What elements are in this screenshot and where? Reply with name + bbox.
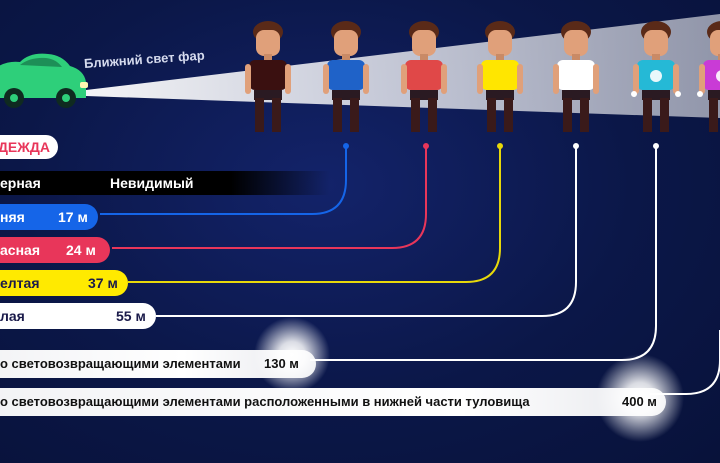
row-reflective-upper-distance: 130 м — [264, 356, 299, 371]
row-blue-label: няя — [0, 209, 25, 225]
row-white: лая 55 м — [0, 303, 156, 329]
row-black: ерная Невидимый — [0, 171, 330, 195]
row-yellow-label: елтая — [0, 275, 40, 291]
row-reflective-lower: о световозвращающими элементами располож… — [0, 388, 666, 416]
pedestrian-7 — [697, 21, 720, 132]
connector-yellow — [128, 146, 501, 283]
row-red-label: асная — [0, 242, 40, 258]
pedestrian-1 — [245, 21, 291, 132]
pedestrian-6 — [631, 21, 681, 132]
row-red: асная 24 м — [0, 237, 110, 263]
connector-red — [112, 146, 427, 249]
row-black-distance: Невидимый — [110, 175, 194, 191]
row-white-label: лая — [0, 308, 25, 324]
row-reflective-upper: о световозвращающими элементами 130 м — [0, 350, 316, 378]
pedestrian-4 — [477, 21, 523, 132]
pedestrian-5 — [553, 21, 599, 132]
pedestrians — [245, 21, 720, 132]
connector-reflective-upper — [310, 146, 657, 361]
clothing-header: ДЕЖДА — [0, 135, 58, 159]
pedestrian-2 — [323, 21, 369, 132]
row-blue-distance: 17 м — [58, 209, 88, 225]
row-black-label: ерная — [0, 175, 41, 191]
row-white-distance: 55 м — [116, 308, 146, 324]
row-reflective-lower-label: о световозвращающими элементами располож… — [0, 394, 530, 409]
connector-white — [156, 146, 577, 317]
row-reflective-upper-label: о световозвращающими элементами — [0, 356, 241, 371]
row-red-distance: 24 м — [66, 242, 96, 258]
connector-blue — [100, 146, 347, 215]
car-icon — [0, 53, 88, 108]
row-yellow: елтая 37 м — [0, 270, 128, 296]
connector-dots — [343, 143, 659, 149]
row-reflective-lower-distance: 400 м — [622, 394, 657, 409]
row-blue: няя 17 м — [0, 204, 98, 230]
row-yellow-distance: 37 м — [88, 275, 118, 291]
pedestrian-3 — [401, 21, 447, 132]
